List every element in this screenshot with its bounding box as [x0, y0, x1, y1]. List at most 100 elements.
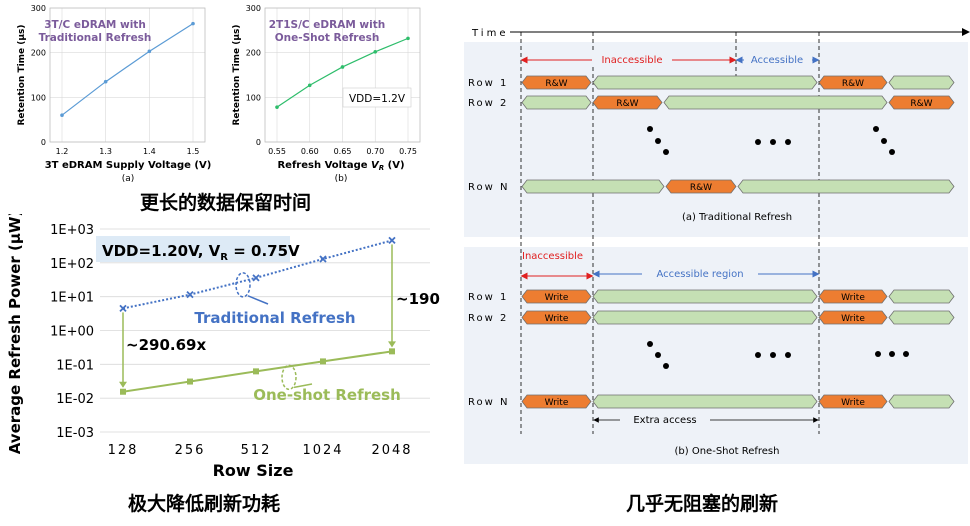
cb-xtick-4: 0.75 [399, 147, 417, 156]
a-caption: (a) Traditional Refresh [682, 212, 792, 223]
cc-ytick-0: 1E-03 [56, 426, 94, 441]
b-ellipsis-dot-8 [903, 351, 909, 357]
b-row2-write-2 [818, 310, 888, 325]
cb-point-4 [406, 36, 410, 41]
b-rowN-write-2 [818, 394, 888, 409]
b-row1-write-2 [818, 289, 888, 304]
ca-xtick-1: 1.3 [99, 147, 112, 156]
ca-xtick-2: 1.4 [143, 147, 156, 156]
cc-point-1-3 [320, 358, 326, 365]
a-row1-rw-2-label: R&W [842, 79, 864, 89]
cb-point-2 [340, 65, 345, 69]
cc-xtick-4: 2048 [371, 443, 412, 458]
a-row1-label: Row 1 [468, 78, 508, 89]
a-inaccessible-label: Inaccessible [601, 55, 662, 66]
chart-c-badge: VDD=1.20V, VR = 0.75V [102, 242, 300, 263]
cc-ytick-6: 1E+03 [50, 223, 94, 238]
cc-point-1-0 [120, 388, 126, 395]
chart-b-ylabel: Retention Time (μs) [232, 24, 242, 125]
cc-ytick-5: 1E+02 [50, 257, 94, 272]
a-accessible-bg [744, 52, 812, 66]
a-rowN-rw-1 [665, 179, 737, 194]
a-row2-rw-1-label: R&W [616, 99, 638, 109]
ca-xtick-3: 1.5 [187, 147, 200, 156]
chart-b-series [275, 36, 410, 109]
b-accessible-label: Accessible region [656, 269, 743, 280]
chart-b-plot-area [264, 7, 421, 143]
b-rowN-label: Row N [468, 397, 509, 408]
chart-b-annotation-box [342, 87, 412, 108]
cb-point-3 [373, 49, 378, 54]
cc-xtick-2: 512 [241, 443, 272, 458]
a-row1-rw-1-label: R&W [545, 79, 567, 89]
ca-point-0 [60, 113, 64, 117]
b-row1-idle-1 [592, 289, 818, 304]
a-row2-idle-2 [663, 95, 888, 110]
chart-a-sublabel: (a) [122, 174, 135, 184]
chart-c-series [119, 236, 396, 395]
b-extra-access-label: Extra access [633, 415, 696, 426]
a-rowN-label: Row N [468, 182, 509, 193]
chart-c-label-oneshot: One-shot Refresh [253, 386, 401, 404]
b-ellipsis-dot-3 [755, 352, 761, 358]
b-row2-idle-1 [592, 310, 818, 325]
chart-a-title-line1: 3T/C eDRAM with [44, 19, 146, 31]
chart-a-title-line2: Traditional Refresh [39, 32, 152, 44]
b-ellipsis-dot-4 [770, 352, 776, 358]
cb-xtick-3: 0.70 [366, 147, 384, 156]
cc-ratio-head-1 [388, 341, 396, 348]
cc-ytick-2: 1E-01 [56, 358, 94, 373]
a-ellipsis-dot-0 [647, 126, 653, 132]
chart-a-ylabel: Retention Time (μs) [17, 24, 27, 125]
a-row2-label: Row 2 [468, 98, 508, 109]
cc-xtick-3: 1024 [302, 443, 343, 458]
chart-b-xlabel: Refresh Voltage VR (V) [277, 160, 404, 172]
chart-b-title-line1: 2T1S/C eDRAM with [269, 19, 385, 31]
a-row1-rw-2 [818, 75, 888, 90]
b-row1-write-1 [521, 289, 592, 304]
ca-ytick-2: 200 [31, 49, 46, 58]
cb-xtick-0: 0.55 [268, 147, 286, 156]
b-inaccessible-label: Inaccessible [522, 251, 583, 262]
cc-ratio-head-0 [119, 381, 127, 388]
ca-point-1 [103, 79, 108, 84]
cc-point-0-2 [252, 274, 260, 282]
b-row1-idle-2 [888, 289, 955, 304]
b-rowN-write-1 [521, 394, 592, 409]
chart-a-xlabel: 3T eDRAM Supply Voltage (V) [45, 160, 212, 171]
cc-point-1-4 [389, 348, 395, 355]
chart-a-plot-area [49, 7, 206, 143]
cb-xtick-2: 0.65 [334, 147, 352, 156]
caption-top-left: 更长的数据保留时间 [140, 192, 312, 214]
b-row2-label: Row 2 [468, 313, 508, 324]
a-ellipsis-dot-4 [770, 139, 776, 145]
b-ellipsis-dot-0 [647, 341, 653, 347]
cc-ellipse-traditional [235, 272, 251, 298]
cb-ytick-2: 200 [246, 49, 261, 58]
a-ellipsis-dot-5 [785, 139, 791, 145]
ca-xtick-0: 1.2 [56, 147, 69, 156]
b-row1-write-2-label: Write [841, 293, 865, 303]
cb-point-1 [307, 83, 312, 88]
b-ellipsis-dot-6 [875, 351, 881, 357]
b-ellipsis-dot-7 [889, 351, 895, 357]
a-ellipsis-dot-3 [755, 139, 761, 145]
a-rowN-idle-1 [521, 179, 665, 194]
a-row1-rw-1 [521, 75, 592, 90]
a-row2-rw-2-label: R&W [910, 99, 932, 109]
cc-ytick-1: 1E-02 [56, 392, 94, 407]
ca-ytick-1: 100 [31, 93, 46, 102]
b-row2-write-1-label: Write [545, 314, 569, 324]
chart-c-badge-box [96, 236, 290, 262]
a-row2-rw-1 [592, 95, 663, 110]
cb-xtick-1: 0.60 [301, 147, 319, 156]
cb-ytick-1: 100 [246, 93, 261, 102]
ca-ytick-3: 300 [31, 4, 46, 13]
b-rowN-idle-2 [888, 394, 955, 409]
chart-c-ann-high: ~1902.09x [396, 290, 440, 308]
b-rowN-idle-1 [592, 394, 818, 409]
